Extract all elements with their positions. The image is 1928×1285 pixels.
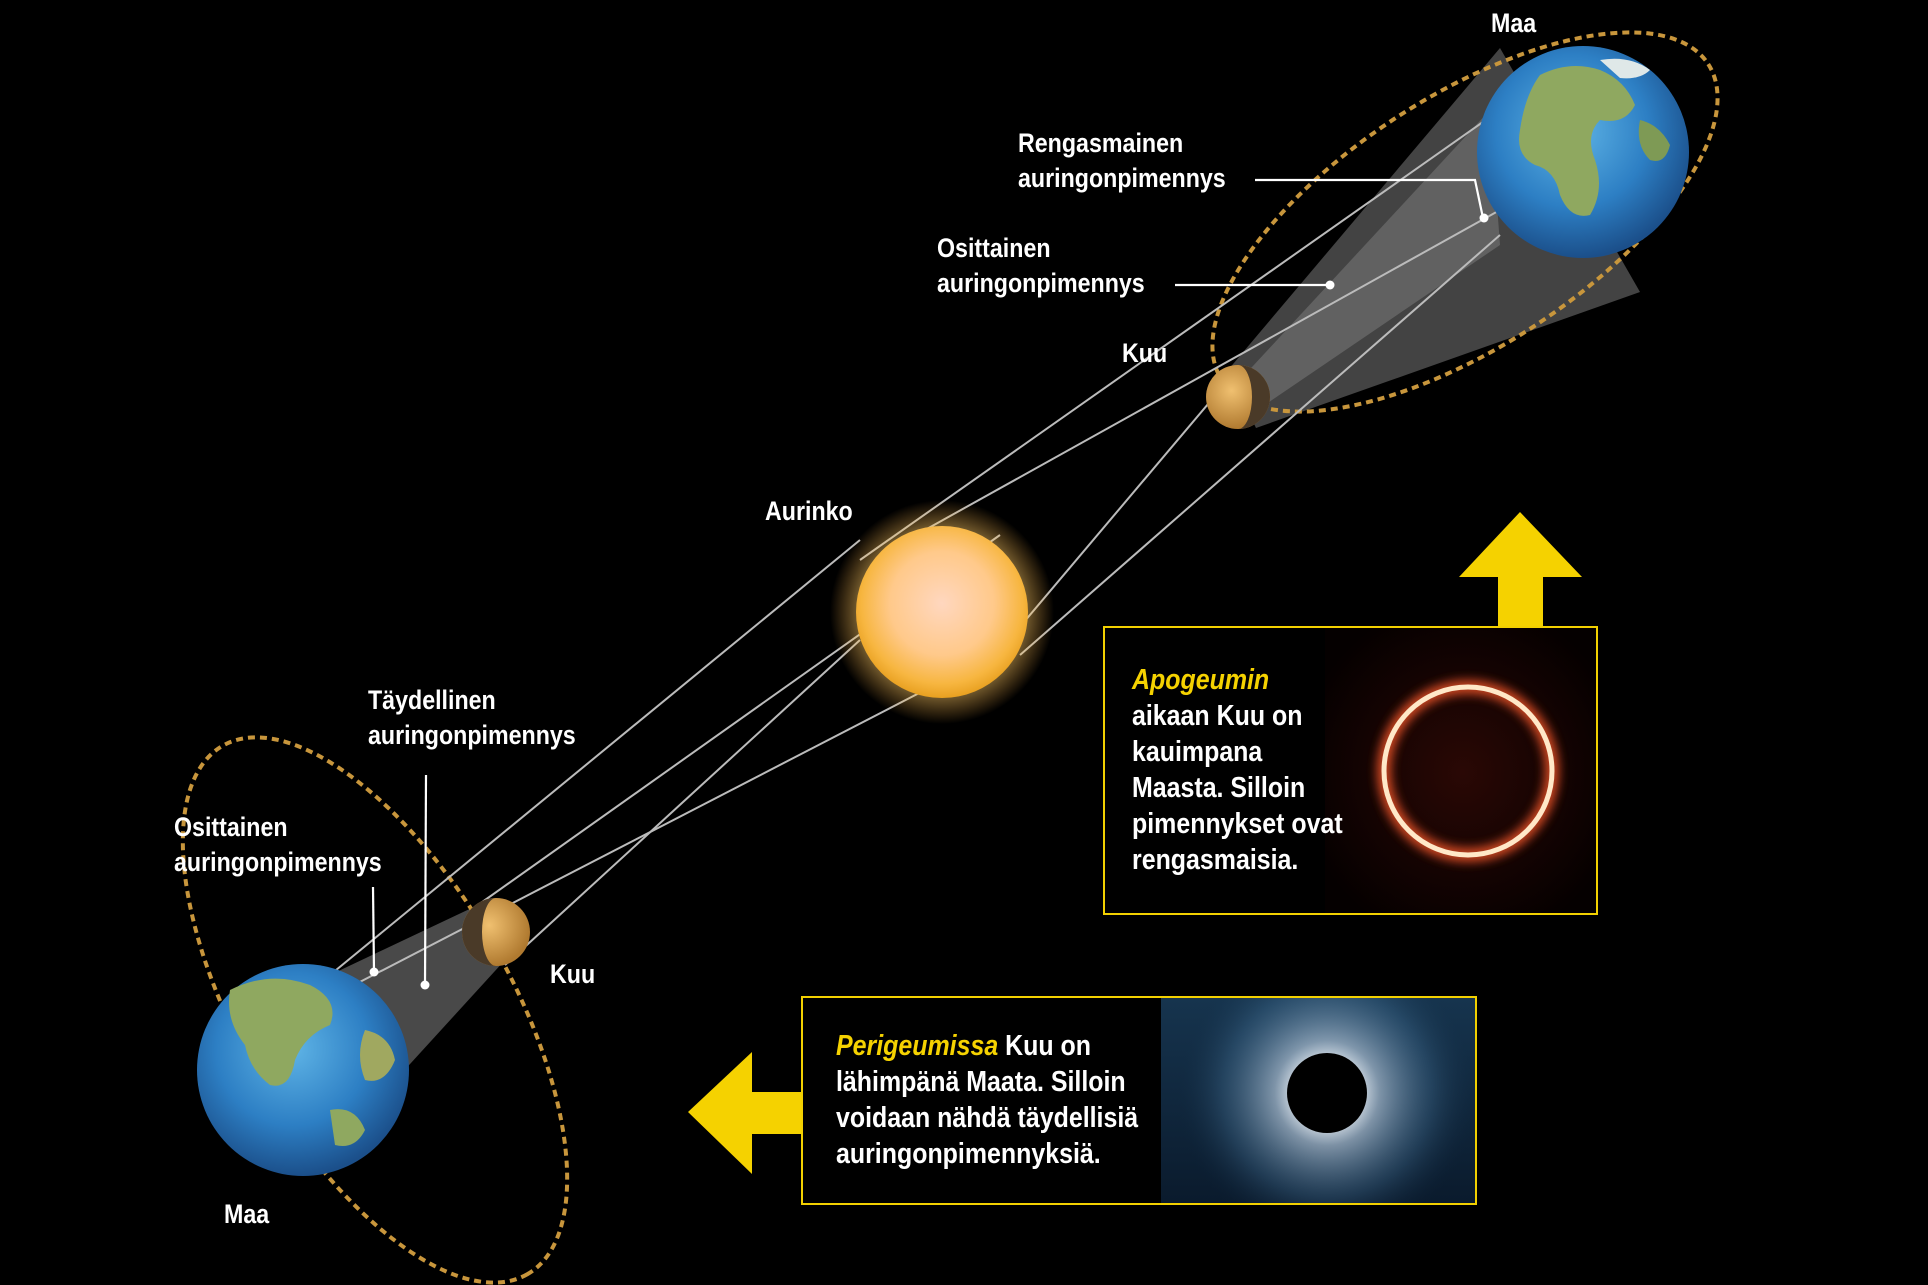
perigee-keyword: Perigeumissa xyxy=(836,1030,999,1062)
moon-bottom xyxy=(462,898,530,966)
total-eclipse-image xyxy=(1161,998,1475,1203)
label-osittainen-bottom: Osittainen auringonpimennys xyxy=(174,812,382,877)
label-maa-bottom: Maa xyxy=(224,1199,270,1229)
arrow-left-icon xyxy=(688,1052,802,1174)
earth-bottom xyxy=(197,964,409,1176)
apogee-text: Apogeumin aikaan Kuu on kauimpana Maasta… xyxy=(1132,664,1343,876)
label-rengasmainen: Rengasmainen auringonpimennys xyxy=(1018,128,1226,193)
bottom-moon-orbit xyxy=(180,735,570,1285)
annular-eclipse-image xyxy=(1325,628,1596,913)
top-umbra-cone xyxy=(1240,110,1500,415)
arrow-up-icon xyxy=(1459,512,1582,626)
earth-top xyxy=(1477,46,1689,258)
callout-lines xyxy=(371,178,1485,986)
perigee-info-box: Perigeumissa Kuu on lähimpänä Maata. Sil… xyxy=(801,996,1477,1205)
apogee-info-box: Apogeumin aikaan Kuu on kauimpana Maasta… xyxy=(1103,626,1598,915)
label-maa-top: Maa xyxy=(1491,8,1537,38)
label-taydellinen: Täydellinen auringonpimennys xyxy=(368,685,576,750)
callout-dots xyxy=(369,213,1489,990)
label-kuu-top: Kuu xyxy=(1122,338,1168,368)
label-aurinko: Aurinko xyxy=(765,496,853,526)
perigee-text: Perigeumissa Kuu on lähimpänä Maata. Sil… xyxy=(836,1030,1139,1170)
moon-top xyxy=(1206,365,1270,429)
label-osittainen-top: Osittainen auringonpimennys xyxy=(937,233,1145,298)
sun xyxy=(856,526,1028,698)
label-kuu-bottom: Kuu xyxy=(550,959,596,989)
apogee-keyword: Apogeumin xyxy=(1132,664,1270,696)
